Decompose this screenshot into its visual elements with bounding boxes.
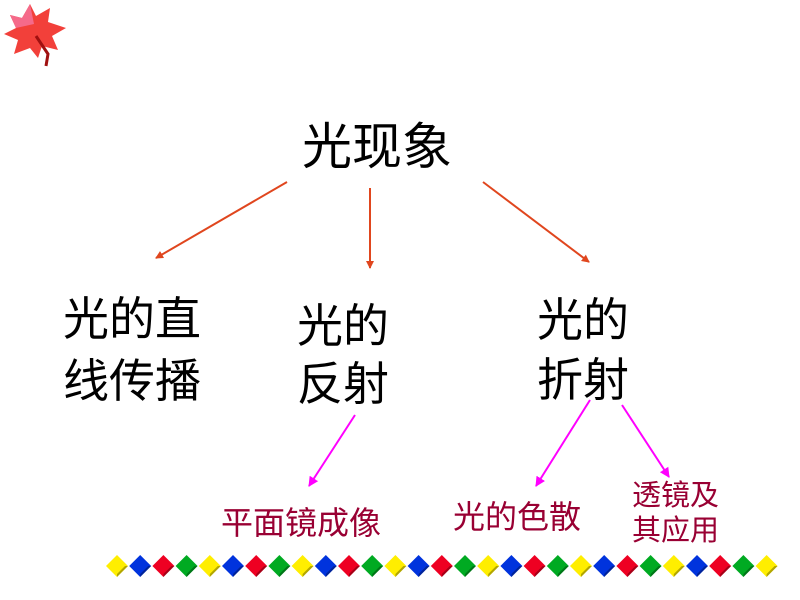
branch-label-line: 折射 — [537, 353, 629, 407]
diamond — [430, 555, 453, 577]
diamond-shadow — [325, 566, 337, 577]
diamond-shadow — [372, 566, 384, 577]
diamond — [593, 555, 616, 577]
diamond — [175, 555, 198, 577]
diamond-shadow — [349, 566, 360, 577]
diamond — [500, 555, 523, 577]
diamond — [546, 555, 569, 577]
leaf-plane-mirror: 平面镜成像 — [221, 504, 382, 542]
diamond-shadow — [302, 566, 314, 577]
diamond — [709, 555, 732, 577]
branch-label-line: 光的 — [537, 293, 629, 347]
diamond — [291, 555, 314, 577]
diamond-shadow — [581, 566, 592, 577]
diamond — [338, 555, 360, 577]
leaf-lens: 透镜及 其应用 — [632, 478, 719, 548]
diamond-shadow — [604, 566, 616, 577]
diamond-shadow — [488, 566, 500, 577]
diamond-shadow — [743, 566, 755, 577]
diamond — [662, 555, 685, 577]
diamond — [523, 555, 546, 577]
diamond — [732, 555, 755, 577]
diamond — [570, 555, 592, 577]
arrow-refraction-to-dispersion — [535, 399, 591, 487]
diamond-shadow — [441, 566, 453, 577]
leaf-dispersion: 光的色散 — [453, 498, 582, 536]
diamond — [198, 555, 221, 577]
diamond — [686, 555, 708, 577]
diamond — [268, 555, 291, 577]
diamond — [616, 555, 639, 577]
leaf-label-line: 其应用 — [632, 512, 720, 547]
diamond-shadow — [697, 566, 708, 577]
diamond — [361, 555, 384, 577]
diamond — [129, 555, 152, 577]
diamond — [106, 555, 128, 577]
arrow-root-to-rectilinear — [155, 181, 288, 259]
diamond-shadow — [465, 566, 476, 577]
branch-reflection: 光的 反射 — [297, 297, 389, 413]
diamond — [755, 555, 778, 577]
diamond — [454, 555, 476, 577]
diamond — [639, 555, 662, 577]
root-node: 光现象 — [302, 118, 452, 176]
diamond-border — [106, 555, 778, 577]
diamond-shadow — [418, 566, 430, 577]
diamond-shadow — [766, 566, 778, 577]
diamond-shadow — [163, 566, 175, 577]
branch-label-line: 光的 — [297, 299, 389, 353]
arrow-refraction-to-lens — [621, 404, 670, 478]
arrow-root-to-refraction — [482, 181, 590, 263]
branch-label-line: 光的直 — [63, 292, 201, 346]
branch-rectilinear: 光的直 线传播 — [63, 288, 201, 412]
diamond-shadow — [720, 566, 732, 577]
leaf-label-line: 透镜及 — [632, 478, 720, 512]
maple-leaf-icon — [4, 4, 66, 67]
branch-label-line: 反射 — [297, 357, 389, 411]
diamond-shadow — [256, 566, 268, 577]
diamond-shadow — [186, 566, 198, 577]
diamond — [222, 555, 244, 577]
diamond — [314, 555, 337, 577]
diamond — [477, 555, 500, 577]
diamond-shadow — [557, 566, 569, 577]
diamond — [384, 555, 407, 577]
diamond — [152, 555, 175, 577]
diamond — [407, 555, 430, 577]
diamond — [245, 555, 268, 577]
diamond-shadow — [534, 566, 546, 577]
diamond-shadow — [627, 566, 639, 577]
diamond-shadow — [233, 566, 244, 577]
diamond-shadow — [117, 566, 128, 577]
branch-refraction: 光的 折射 — [537, 290, 629, 410]
diamond-shadow — [279, 566, 291, 577]
branch-label-line: 线传播 — [63, 354, 201, 408]
diamond-shadow — [395, 566, 407, 577]
diamond-shadow — [209, 566, 221, 577]
diamond-shadow — [673, 566, 685, 577]
diamond-shadow — [140, 566, 152, 577]
arrow-reflection-to-mirror — [308, 414, 356, 487]
diamond-shadow — [650, 566, 662, 577]
